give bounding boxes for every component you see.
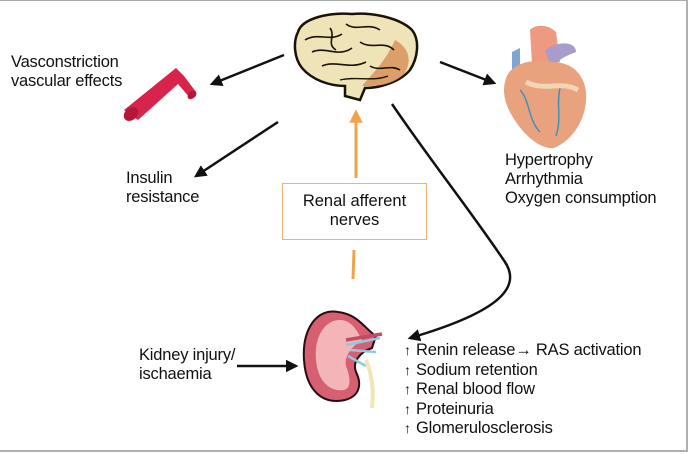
arrow-brain-to-kidney-curved [390,103,512,342]
effect-item: ↑ Sodium retention [404,361,641,381]
label-line: Arrhythmia [505,170,583,188]
renal-afferent-nerves-box: Renal afferent nerves [282,183,427,240]
kidney-effects-list: ↑ Renin release→ RAS activation ↑ Sodium r… [404,341,642,439]
effect-text: Renal blood flow [416,380,535,399]
effect-text: Proteinuria [416,399,494,418]
afferent-line-lower [351,249,356,280]
brain-illustration [293,12,419,102]
effect-text: Renin release [416,341,516,359]
arrow-brain-to-heart [439,60,497,86]
box-line: Renal afferent [302,192,407,210]
heart-effects-label: Hypertrophy Arrhythmia Oxygen consumptio… [505,151,657,208]
effect-item: ↑ Renal blood flow [404,380,641,400]
label-line: Vasconstriction [11,53,119,71]
label-line: ischaemia [139,365,212,383]
vasoconstriction-label: Vasconstriction vascular effects [11,53,122,91]
label-line: Oxygen consumption [505,189,657,207]
arrow-brain-to-insulin [193,120,279,178]
label-line: Insulin [126,169,173,187]
up-arrow-icon: ↑ [404,420,411,437]
effect-item: ↑ Renin release→ RAS activation [404,341,642,361]
effect-item: ↑ Proteinuria [404,400,641,420]
up-arrow-icon: ↑ [404,342,411,358]
label-line: vascular effects [11,72,123,90]
insulin-resistance-label: Insulin resistance [126,169,199,207]
kidney-illustration [302,310,383,409]
kidney-injury-label: Kidney injury/ ischaemia [139,346,235,384]
up-arrow-icon: ↑ [404,361,411,378]
arrow-brain-to-vessel [209,53,285,87]
blood-vessel-illustration [123,68,197,121]
label-line: Kidney injury/ [139,346,236,364]
right-arrow-icon: → [515,341,532,359]
box-line: nerves [329,211,380,229]
effect-item: ↑ Glomerulosclerosis [404,419,641,439]
heart-illustration [504,25,587,149]
up-arrow-icon: ↑ [404,381,411,398]
effect-result: RAS activation [535,341,642,359]
label-line: Hypertrophy [505,151,593,169]
effect-text: Glomerulosclerosis [416,419,553,438]
effect-text: Sodium retention [416,360,538,379]
up-arrow-icon: ↑ [404,400,411,417]
label-line: resistance [126,188,200,206]
